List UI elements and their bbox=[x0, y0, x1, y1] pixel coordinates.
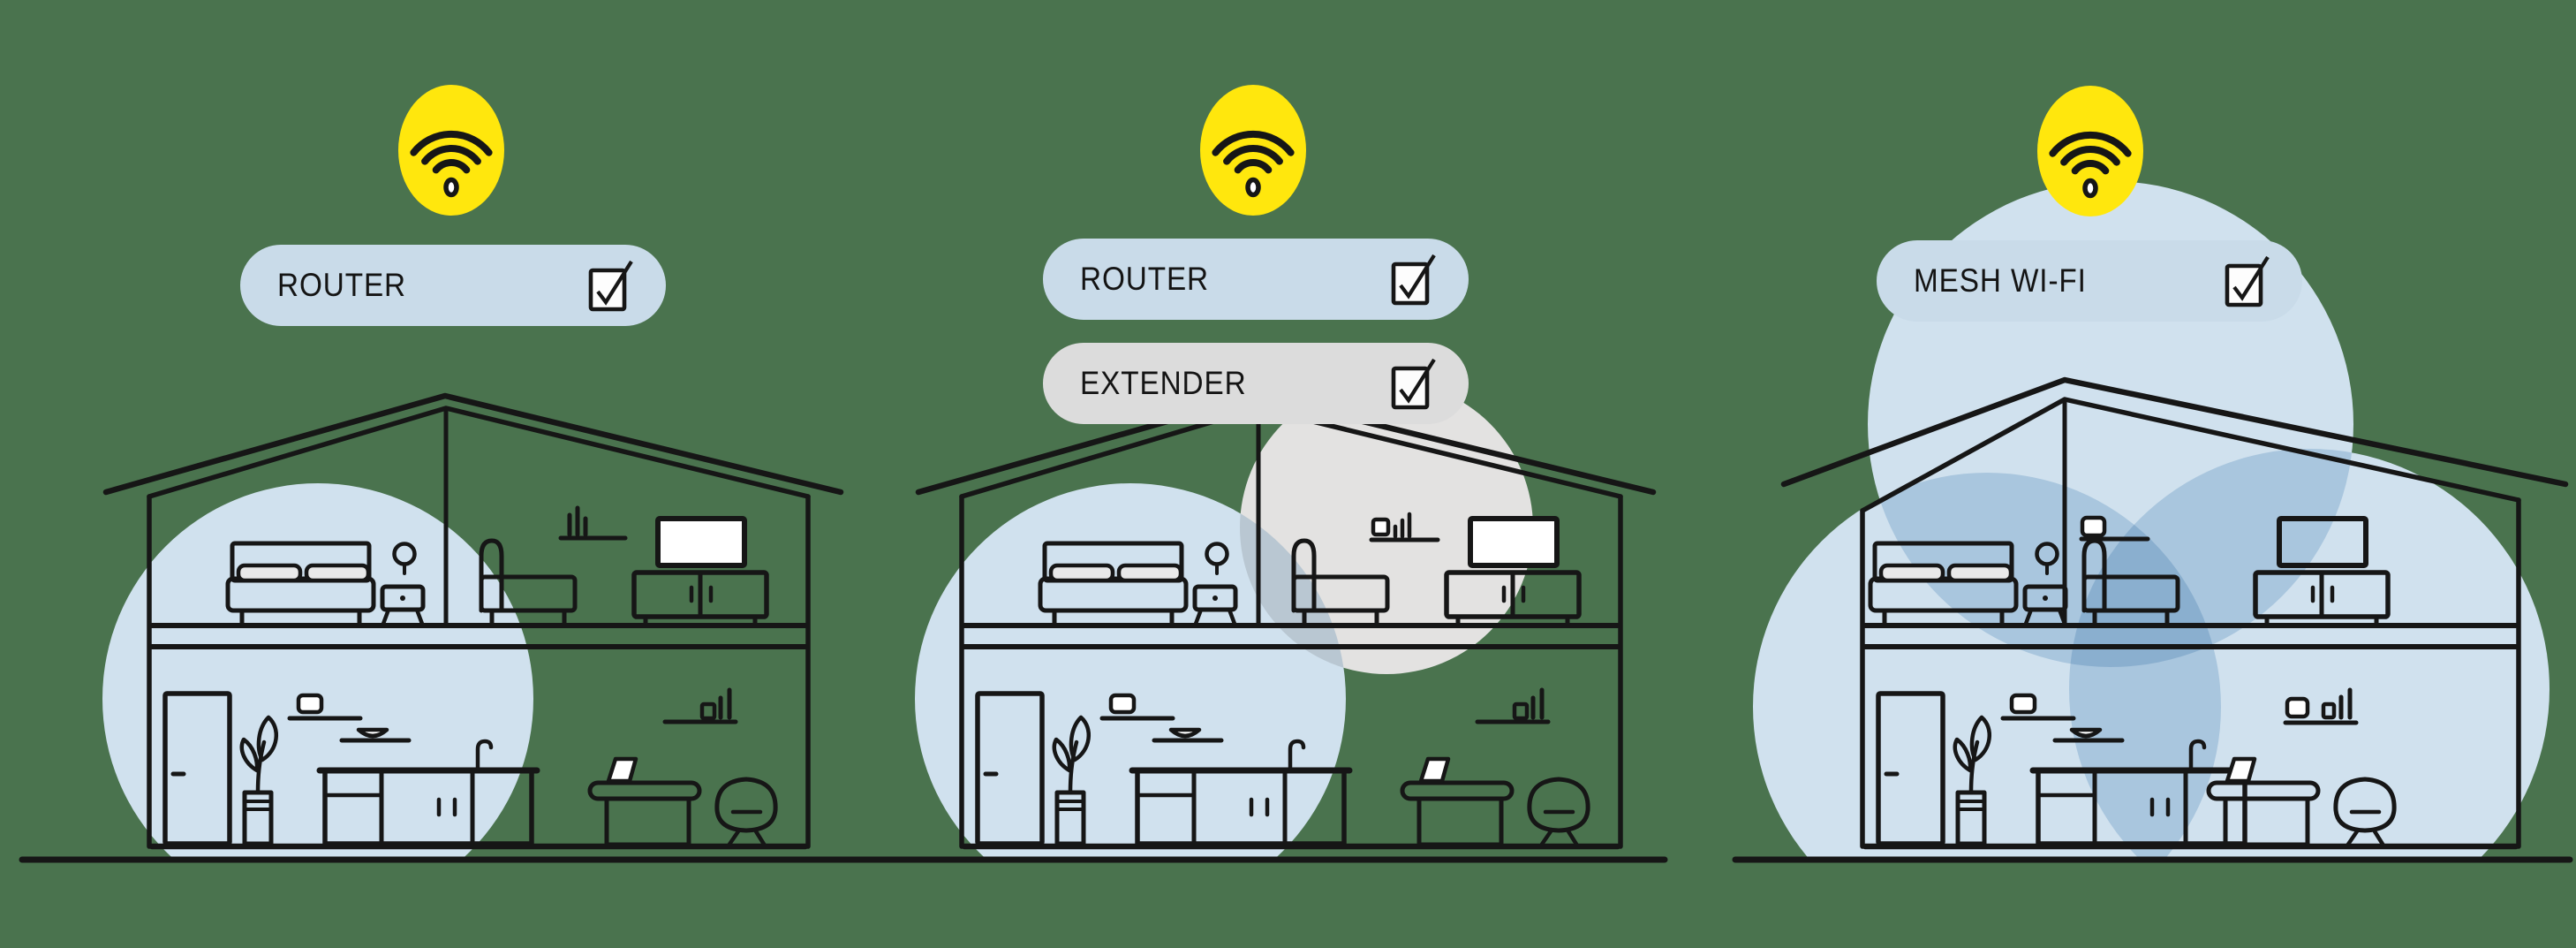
wifi-badge bbox=[1198, 83, 1308, 217]
checked-checkbox-icon[interactable] bbox=[1391, 355, 1436, 412]
checked-checkbox-icon[interactable] bbox=[2225, 253, 2270, 309]
router-label-pill[interactable]: ROUTER bbox=[1043, 239, 1469, 320]
pill-label: EXTENDER bbox=[1080, 365, 1247, 401]
wifi-badge bbox=[2036, 84, 2145, 218]
wifi-badge bbox=[397, 83, 506, 217]
wifi-icon bbox=[1200, 85, 1306, 216]
checked-checkbox-icon[interactable] bbox=[1391, 251, 1436, 307]
router-label-pill[interactable]: ROUTER bbox=[240, 245, 666, 326]
wifi-icon bbox=[398, 85, 504, 216]
extender-label-pill[interactable]: EXTENDER bbox=[1043, 343, 1469, 424]
pill-label: MESH WI-FI bbox=[1914, 262, 2087, 299]
pill-label: ROUTER bbox=[1080, 261, 1210, 297]
mesh-wifi-label-pill[interactable]: MESH WI-FI bbox=[1877, 240, 2302, 322]
checked-checkbox-icon[interactable] bbox=[588, 257, 633, 314]
wifi-icon bbox=[2037, 86, 2143, 216]
pill-label: ROUTER bbox=[277, 267, 407, 303]
